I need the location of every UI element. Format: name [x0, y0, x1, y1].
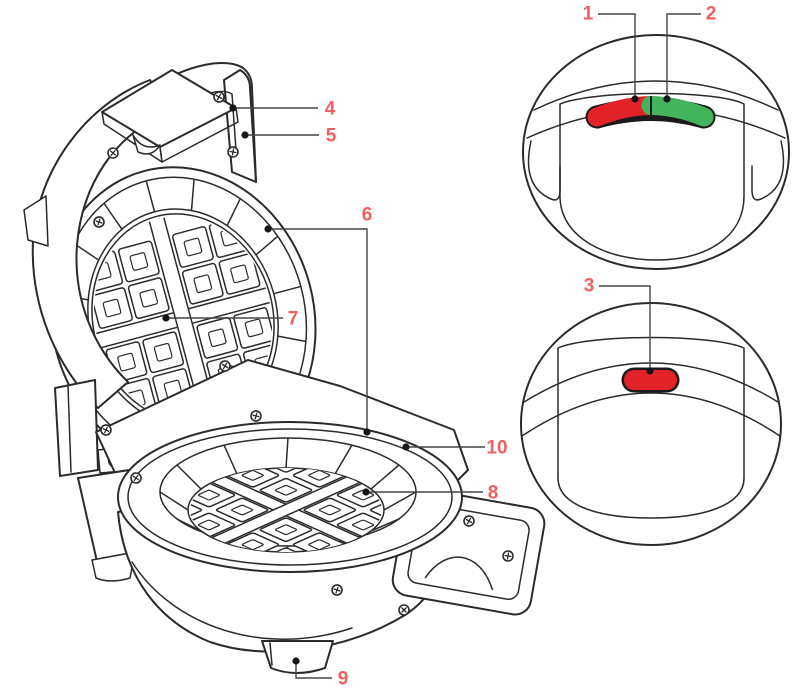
lower-plate-assembly [117, 421, 463, 573]
handle-side-tab [23, 195, 49, 247]
right-handle-cutout [751, 140, 785, 201]
callout-5: 5 [241, 126, 337, 147]
callout-1-label: 1 [583, 4, 594, 25]
callout-3: 3 [584, 276, 654, 375]
callout-6: 6 [264, 205, 372, 436]
callout-7: 7 [162, 309, 298, 330]
bowl-wall-segments [159, 437, 417, 553]
callout-10-label: 10 [486, 438, 507, 459]
handle-bridge [101, 62, 257, 183]
callout-2: 2 [663, 4, 716, 103]
callout-3-label: 3 [584, 276, 595, 297]
base-left-foot [91, 551, 136, 582]
waffle-maker-illustration [23, 62, 546, 674]
callouts: 1 2 3 4 5 6 7 8 [162, 4, 716, 690]
callout-4: 4 [229, 99, 336, 120]
callout-9-label: 9 [338, 669, 349, 690]
front-foot [261, 640, 334, 674]
callout-7-label: 7 [288, 309, 299, 330]
callout-1: 1 [583, 4, 639, 103]
callout-8-label: 8 [488, 483, 499, 504]
top-view-indicator-lights [522, 34, 790, 270]
handle-strap [23, 79, 171, 409]
callout-5-label: 5 [326, 126, 337, 147]
callout-2-label: 2 [706, 4, 717, 25]
callout-10: 10 [402, 438, 508, 459]
callout-6-label: 6 [362, 205, 373, 226]
green-indicator-light [641, 96, 714, 127]
latch-notch [132, 134, 161, 155]
callout-4-label: 4 [325, 99, 336, 120]
left-handle-cutout [527, 140, 561, 201]
callout-9: 9 [292, 657, 349, 690]
top-view-power-button [520, 302, 782, 546]
callout-8: 8 [362, 483, 498, 504]
